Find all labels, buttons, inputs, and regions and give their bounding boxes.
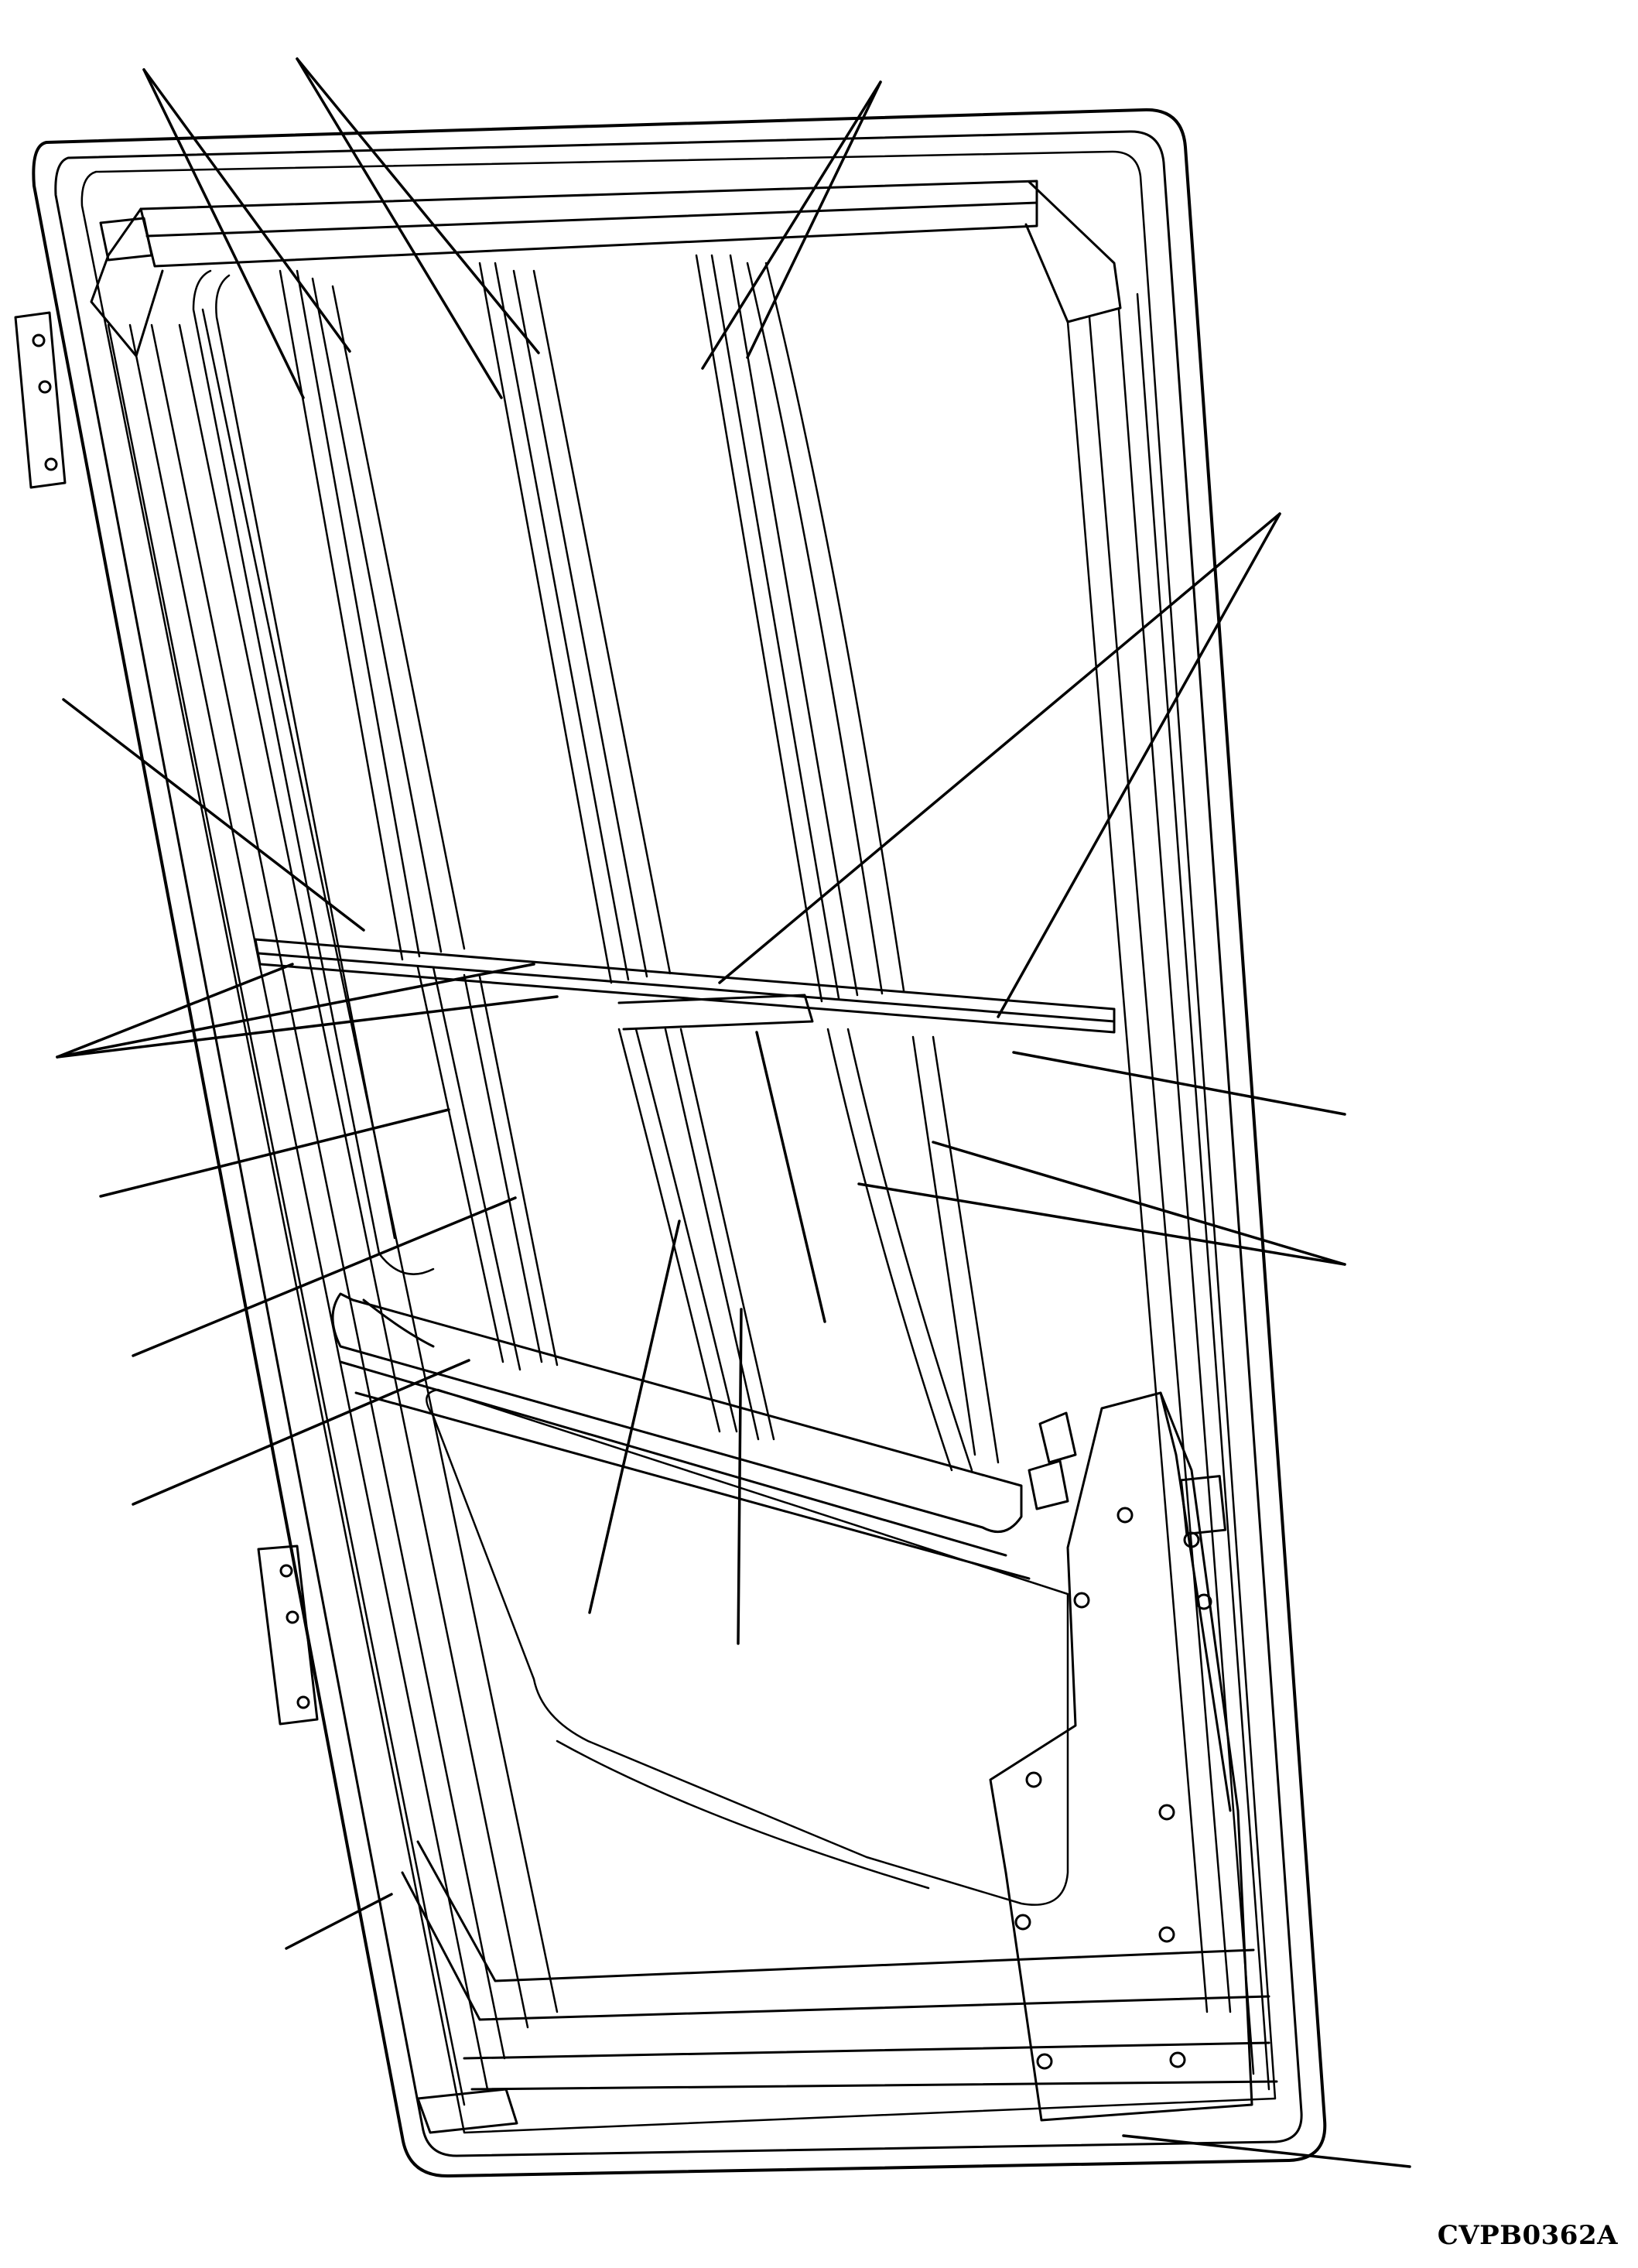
bottom-rail	[401, 1840, 1278, 2091]
outer-frame	[32, 108, 1327, 2178]
right-stile	[1066, 292, 1270, 2091]
lower-opening	[426, 1388, 1069, 1906]
middle-rail	[254, 938, 1116, 1034]
lower-mullions	[416, 966, 1000, 1472]
hinges	[14, 217, 518, 2134]
callout-leaders	[56, 57, 1411, 2168]
upper-mullions	[279, 254, 905, 1003]
latch-plate	[989, 1391, 1253, 2122]
figure-code-label: CVPB0362A	[1437, 2220, 1618, 2251]
